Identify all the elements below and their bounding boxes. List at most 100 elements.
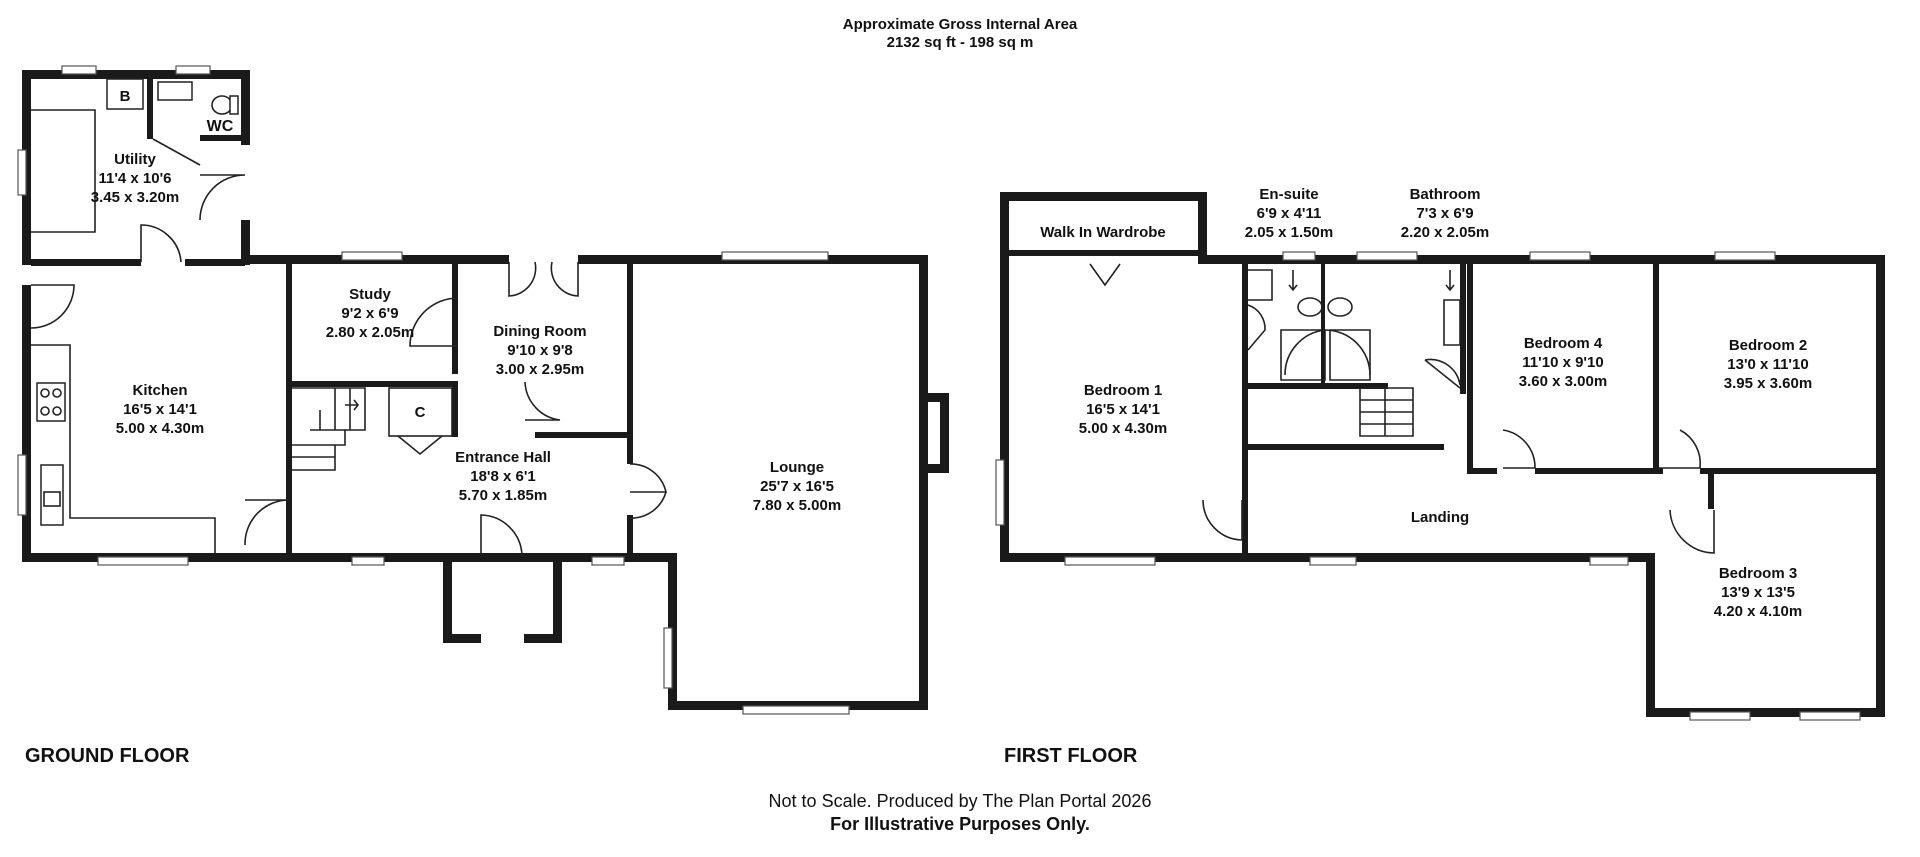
window [1356, 251, 1418, 261]
wall [940, 393, 949, 473]
window [742, 705, 850, 715]
basin-unit [1443, 299, 1461, 346]
wall [22, 553, 677, 562]
window [1714, 251, 1776, 261]
wall [241, 70, 250, 145]
window [1799, 711, 1861, 721]
hob [36, 382, 66, 422]
wall [147, 79, 153, 139]
wall [919, 464, 949, 473]
bed1-metric: 5.00 x 4.30m [1079, 420, 1167, 437]
toilet [1327, 297, 1353, 317]
door-swing [409, 297, 459, 347]
wall [22, 70, 250, 79]
wall [1535, 468, 1663, 474]
window [1282, 251, 1316, 261]
hob-ring [52, 388, 62, 398]
boiler-box [106, 78, 144, 110]
door-swing [397, 435, 443, 456]
toilet-cistern [229, 95, 239, 115]
wall [553, 553, 562, 643]
stair-arrow [1445, 270, 1455, 292]
wall [524, 634, 562, 643]
bed2-imperial: 13'0 x 11'10 [1727, 356, 1808, 373]
wall [1009, 250, 1199, 256]
wall [286, 264, 292, 554]
footer: Not to Scale. Produced by The Plan Porta… [0, 790, 1920, 836]
basin-unit [1248, 269, 1273, 301]
wall [1248, 444, 1444, 450]
window [97, 556, 189, 566]
study-name: Study [349, 286, 391, 303]
shower-tray [1280, 329, 1326, 381]
gross-area-value: 2132 sq ft - 198 sq m [886, 34, 1034, 51]
wall [1000, 192, 1207, 201]
door-line [1424, 359, 1461, 389]
hob-ring [40, 388, 50, 398]
shower-curve [1284, 329, 1326, 376]
ground-floor-plan [17, 65, 949, 715]
window [351, 556, 385, 566]
shower-curve [1324, 329, 1371, 376]
study-imperial: 9'2 x 6'9 [341, 305, 398, 322]
wall [1198, 192, 1207, 264]
bed2-metric: 3.95 x 3.60m [1724, 375, 1812, 392]
window [61, 65, 97, 75]
dining-metric: 3.00 x 2.95m [496, 361, 584, 378]
dining-name: Dining Room [493, 323, 586, 340]
ensuite-name: En-suite [1259, 186, 1318, 203]
staircase [1359, 387, 1414, 437]
wall [627, 264, 633, 464]
ensuite-metric: 2.05 x 1.50m [1245, 224, 1333, 241]
bed1-name: Bedroom 1 [1084, 382, 1162, 399]
bed4-name: Bedroom 4 [1524, 335, 1603, 352]
boiler-mark: B [120, 88, 131, 105]
bed3-imperial: 13'9 x 13'5 [1721, 584, 1795, 601]
wall [627, 515, 633, 555]
first-floor-label: FIRST FLOOR [1004, 745, 1138, 767]
footer-illustrative: For Illustrative Purposes Only. [830, 814, 1090, 834]
bathroom-metric: 2.20 x 2.05m [1401, 224, 1489, 241]
kitchen-worktop [31, 344, 216, 553]
gross-area-title: Approximate Gross Internal Area [842, 16, 1078, 33]
ground-floor-label: GROUND FLOOR [25, 745, 190, 767]
hob-ring [52, 406, 62, 416]
door-swing [199, 174, 246, 221]
door-swing [1202, 499, 1243, 541]
kitchen-metric: 5.00 x 4.30m [116, 420, 204, 437]
wall [443, 553, 452, 643]
ground-labels: Utility 11'4 x 10'6 3.45 x 3.20m Kitchen… [91, 88, 841, 514]
door-swing [480, 514, 523, 557]
window [175, 65, 211, 75]
cupboard-mark: C [415, 404, 426, 421]
kitchen-name: Kitchen [132, 382, 187, 399]
wall [292, 381, 452, 387]
footer-disclaimer: Not to Scale. Produced by The Plan Porta… [768, 791, 1152, 811]
lounge-name: Lounge [770, 459, 824, 476]
wall [1467, 264, 1473, 474]
wall [1000, 192, 1009, 562]
wall [1646, 708, 1885, 717]
wall [1248, 383, 1388, 389]
window [341, 251, 403, 261]
window [1309, 556, 1357, 566]
wall [1708, 474, 1714, 509]
wall [535, 432, 632, 438]
door-swing [1502, 429, 1536, 469]
wall [1467, 468, 1497, 474]
landing-name: Landing [1411, 509, 1469, 526]
door-swing [508, 261, 579, 297]
bed4-metric: 3.60 x 3.00m [1519, 373, 1607, 390]
lounge-metric: 7.80 x 5.00m [753, 497, 841, 514]
door-swing [1247, 304, 1266, 351]
wall [22, 285, 31, 562]
bed1-imperial: 16'5 x 14'1 [1086, 401, 1160, 418]
wc-mark: WC [207, 118, 234, 135]
sink [40, 464, 64, 526]
wall [241, 220, 250, 265]
hall-imperial: 18'8 x 6'1 [470, 468, 536, 485]
wardrobe-door [1089, 263, 1121, 287]
first-labels: Walk In Wardrobe En-suite 6'9 x 4'11 2.0… [1040, 186, 1812, 620]
bed2-name: Bedroom 2 [1729, 337, 1807, 354]
door-swing [30, 284, 75, 329]
